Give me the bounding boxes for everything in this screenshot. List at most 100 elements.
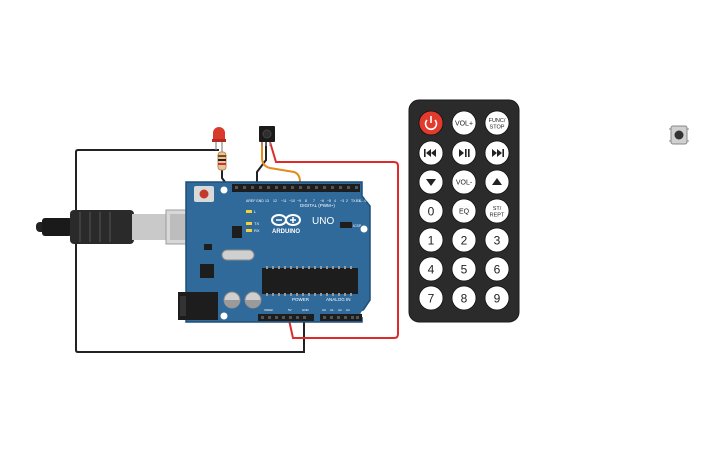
remote-button-label: 4: [428, 263, 435, 277]
remote-button-vol[interactable]: VOL+: [451, 110, 477, 136]
pin-label-12: 12: [273, 199, 277, 203]
resistor[interactable]: [217, 151, 227, 171]
model-label: UNO: [312, 216, 334, 227]
push-button[interactable]: [669, 125, 689, 145]
remote-button-power[interactable]: [418, 110, 444, 136]
power-label: POWER: [292, 297, 310, 302]
pin-label-9: ~9: [297, 199, 301, 203]
remote-button-label: EQ: [459, 209, 470, 216]
pin-label-a3: A3: [346, 308, 350, 312]
mount-hole: [360, 310, 368, 318]
remote-button-label: 3: [494, 234, 501, 248]
pin-label-a0: A0: [322, 308, 326, 312]
digital-label: DIGITAL (PWM~): [300, 203, 335, 208]
remote-button-7[interactable]: 7: [418, 285, 444, 311]
wire-signal[interactable]: [261, 142, 301, 188]
power-header[interactable]: [258, 314, 314, 321]
remote-button-down[interactable]: [418, 169, 444, 195]
remote-button-label: 1: [428, 234, 435, 248]
remote-button-label: FUNC/: [489, 118, 506, 124]
pin-label-gnd-bottom: GND: [302, 308, 310, 312]
wire-gnd-loop[interactable]: [75, 149, 305, 353]
icsp-header: [340, 222, 352, 228]
mount-hole: [220, 312, 228, 320]
remote-button-eq[interactable]: EQ: [451, 198, 477, 224]
voltage-regulator: [200, 264, 214, 278]
pin-label-0: RX←0: [356, 199, 366, 203]
rewind-icon: [424, 149, 436, 157]
remote-button-label: VOL-: [456, 180, 473, 187]
remote-button-up[interactable]: [484, 169, 510, 195]
analog-label: ANALOG IN: [326, 297, 351, 302]
remote-button-1[interactable]: 1: [418, 227, 444, 253]
down-icon: [426, 179, 436, 186]
arduino-logo: [271, 214, 301, 226]
analog-header[interactable]: [320, 314, 362, 321]
arduino-board[interactable]: AREF GND 13 12 ~11 ~10 ~9 8 7 ~6 ~5 4 ~3…: [178, 181, 371, 323]
mount-hole: [360, 225, 368, 233]
crystal: [221, 249, 255, 261]
fast-forward-icon: [492, 149, 504, 157]
mount-hole: [220, 186, 228, 194]
remote-button-label: 0: [428, 205, 435, 219]
pin-label-13: 13: [265, 199, 269, 203]
pin-label-5: ~5: [327, 199, 331, 203]
digital-header[interactable]: [232, 184, 360, 192]
remote-button-label: REPT: [490, 213, 505, 219]
usb-chip: [232, 226, 242, 238]
remote-button-label: ST/: [493, 206, 502, 212]
led-tx-label: TX: [254, 221, 259, 226]
atmega-chip: [262, 268, 358, 294]
remote-button-label: 6: [494, 263, 501, 277]
led-l-label: L: [254, 209, 257, 214]
ir-receiver[interactable]: [259, 126, 275, 146]
remote-button-8[interactable]: 8: [451, 285, 477, 311]
pin-label-ioref: IOREF: [264, 308, 273, 312]
red-led[interactable]: [212, 127, 226, 152]
remote-button-2[interactable]: 2: [451, 227, 477, 253]
pin-label-11: ~11: [281, 199, 287, 203]
led-rx: [246, 229, 252, 232]
remote-button-label: 2: [461, 234, 468, 248]
remote-button-9[interactable]: 9: [484, 285, 510, 311]
remote-button-4[interactable]: 4: [418, 256, 444, 282]
led-tx: [246, 222, 252, 225]
power-icon: [424, 116, 438, 131]
pin-label-8: 8: [305, 199, 307, 203]
up-icon: [492, 178, 502, 185]
remote-button-5[interactable]: 5: [451, 256, 477, 282]
remote-button-label: VOL+: [455, 121, 473, 128]
pin-label-a1: A1: [330, 308, 334, 312]
remote-button-label: 8: [461, 292, 468, 306]
wire-5v-loop[interactable]: [269, 141, 399, 339]
remote-button-0[interactable]: 0: [418, 198, 444, 224]
remote-button-label: 7: [428, 292, 435, 306]
pin-label-5v: 5V: [288, 308, 292, 312]
smd-part: [204, 244, 212, 250]
led-rx-label: RX: [254, 228, 260, 233]
remote-button-func-stop[interactable]: FUNC/STOP: [484, 110, 510, 136]
pin-label-7: 7: [313, 199, 315, 203]
pin-label-2: 2: [346, 199, 348, 203]
wire-sensor-gnd[interactable]: [256, 142, 267, 188]
play-pause-icon: [459, 149, 470, 157]
pin-label-3: ~3: [340, 199, 344, 203]
remote-button-3[interactable]: 3: [484, 227, 510, 253]
remote-button-st-rept[interactable]: ST/REPT: [484, 198, 510, 224]
remote-button-play-pause[interactable]: [451, 140, 477, 166]
pin-label-1: TX→1: [351, 199, 361, 203]
remote-button-rewind[interactable]: [418, 140, 444, 166]
pin-label-gnd: GND: [256, 199, 264, 203]
led-l: [246, 210, 252, 213]
remote-button-fast-forward[interactable]: [484, 140, 510, 166]
remote-button-label: STOP: [490, 125, 505, 131]
pin-label-6: ~6: [320, 199, 324, 203]
remote-button-vol[interactable]: VOL-: [451, 169, 477, 195]
icsp-label: ICSP: [353, 224, 362, 228]
remote-button-label: 5: [461, 263, 468, 277]
reset-button-cap[interactable]: [199, 189, 209, 199]
pin-label-a2: A2: [338, 308, 342, 312]
remote-button-6[interactable]: 6: [484, 256, 510, 282]
